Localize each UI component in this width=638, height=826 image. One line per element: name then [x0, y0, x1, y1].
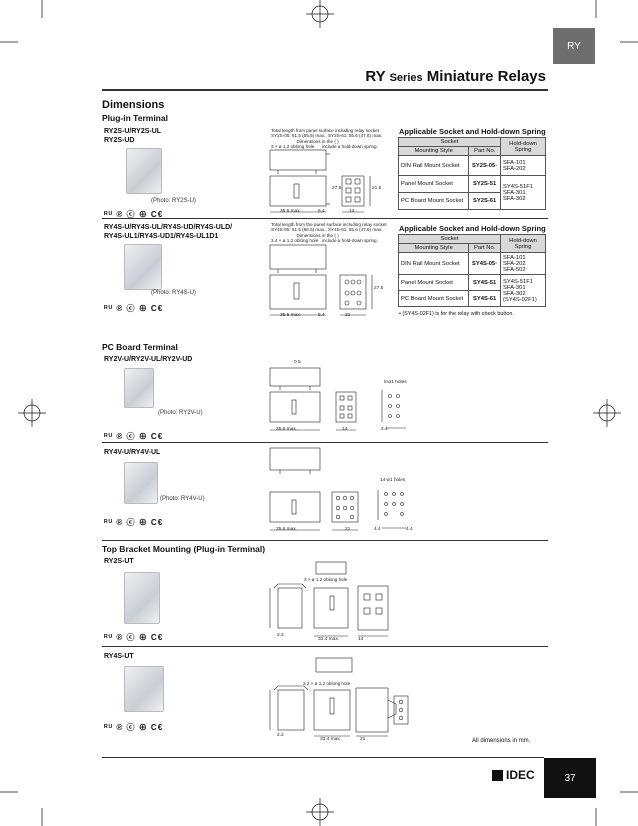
socket-table-2-title: Applicable Socket and Hold-down Spring: [399, 224, 546, 233]
ry4-photo: [124, 244, 162, 290]
ry4v-photo-caption: (Photo: RY4V-U): [160, 496, 205, 502]
ry4t-dimension-drawing: [269, 657, 409, 737]
dimensions-footnote: All dimensions in mm.: [472, 738, 531, 744]
th-part: Part No.: [468, 243, 501, 253]
th-socket: Socket: [398, 137, 501, 147]
ry2-photo: [126, 148, 162, 194]
page-number: 37: [544, 758, 596, 798]
ry2-dim-height: 27.5: [332, 186, 342, 191]
ry4v-holes: 14-ø1 holes: [380, 478, 406, 483]
title-rule: [102, 89, 548, 91]
ry2v-cert-marks: ᴿᵁ ® ⓒ ⊕ C€: [104, 432, 164, 441]
ry2t-dim-flange: 2.2: [277, 633, 284, 638]
section-tab: RY: [553, 28, 595, 64]
ry4-dimension-drawing: [269, 244, 373, 316]
ry4t-dim-width: 21: [360, 737, 366, 742]
th-hold: Hold-down Spring: [500, 137, 546, 156]
ry4-dim-height: 27.5: [374, 286, 384, 291]
divider: [102, 646, 548, 647]
ry4v-dim-length: 35.6 max.: [276, 527, 298, 532]
ry2t-note: 3 × ø 1.2 oblong hole: [304, 577, 348, 582]
ry4t-dim-length: 33.4 max.: [320, 737, 342, 742]
ry2v-holes: 8-ø1 holes: [384, 380, 407, 385]
th-style: Mounting Style: [397, 146, 470, 156]
pcb-heading: PC Board Terminal: [102, 342, 178, 352]
ry2t-photo: [124, 572, 160, 624]
bracket-heading: Top Bracket Mounting (Plug-in Terminal): [102, 544, 266, 554]
ry4v-hole-pitch-b: 4.4: [406, 527, 413, 532]
socket-note: • (SY4S-02F1) is for the relay with chec…: [399, 311, 514, 317]
ry2v-dimension-drawing: [269, 367, 406, 431]
divider: [102, 442, 548, 443]
ry2v-photo: [124, 368, 154, 408]
ry4-cert-marks: ᴿᵁ ® ⓒ ⊕ C€: [104, 304, 164, 313]
ry2t-models: RY2S-UT: [104, 558, 134, 565]
th-style: Mounting Style: [397, 243, 470, 253]
ry2-dim-length: 35.6 max.: [280, 209, 302, 214]
ry2v-hole-pitch: 4.4: [381, 427, 388, 432]
socket-table-1-title: Applicable Socket and Hold-down Spring: [399, 127, 546, 136]
ry4-photo-caption: (Photo: RY4S-U): [151, 290, 196, 296]
divider: [102, 540, 548, 541]
ry4t-photo: [124, 666, 164, 712]
ry4v-dimension-drawing: [269, 447, 406, 531]
idec-logo: IDEC: [492, 768, 535, 782]
page-title: RY Series Miniature Relays: [365, 68, 546, 85]
ry4-dim-pin: 6.4: [318, 313, 325, 318]
ry2-photo-caption: (Photo: RY2S-U): [151, 198, 196, 204]
ry2t-cert-marks: ᴿᵁ ® ⓒ ⊕ C€: [104, 633, 164, 642]
ry4-models: RY4S-U/RY4S-UL/RY4S-UD/RY4S-ULD/ RY4S-UL…: [104, 224, 233, 240]
ry2v-dim-width: 14: [342, 427, 348, 432]
footer-rule: [102, 757, 544, 758]
th-socket: Socket: [398, 234, 501, 244]
ry4v-photo: [124, 462, 158, 504]
divider: [102, 218, 548, 219]
ry4v-hole-pitch-a: 4.4: [374, 527, 381, 532]
ry2-cert-marks: ᴿᵁ ® ⓒ ⊕ C€: [104, 210, 164, 219]
ry4t-dim-flange: 2.2: [277, 733, 284, 738]
ry2v-dim-offset: 0.5: [294, 360, 301, 365]
ry4v-models: RY4V-U/RY4V-UL: [104, 449, 161, 456]
ry2t-dim-width: 14: [358, 637, 364, 642]
ry2-dim-width: 14: [349, 209, 355, 214]
th-hold: Hold-down Spring: [500, 234, 546, 253]
ry4t-models: RY4S-UT: [104, 653, 134, 660]
ry2t-dimension-drawing: [269, 561, 389, 637]
ry4t-cert-marks: ᴿᵁ ® ⓒ ⊕ C€: [104, 723, 164, 732]
ry4-dim-length: 35.6 max.: [280, 313, 302, 318]
ry4t-note: 3.2 × ø 1.2 oblong hole: [303, 681, 351, 686]
ry2-dim-depth: 21.5: [372, 186, 382, 191]
ry4-dim-width: 21: [345, 313, 351, 318]
ry4v-cert-marks: ᴿᵁ ® ⓒ ⊕ C€: [104, 518, 164, 527]
ry2-dimension-note: Total length from panel surface includin…: [271, 128, 383, 150]
ry2-models: RY2S-U/RY2S-UL RY2S-UD: [104, 128, 162, 144]
ry2-dimension-drawing: [269, 149, 371, 213]
ry2v-models: RY2V-U/RY2V-UL/RY2V-UD: [104, 356, 193, 363]
ry2v-photo-caption: (Photo: RY2V-U): [158, 410, 203, 416]
ry2-dim-pin: 6.4: [318, 209, 325, 214]
plugin-heading: Plug-in Terminal: [102, 113, 168, 123]
ry2v-dim-length: 35.6 max.: [276, 427, 298, 432]
ry2t-dim-length: 33.4 max.: [318, 637, 340, 642]
ry4-dimension-note: Total length from the panel surface incl…: [271, 222, 387, 244]
th-part: Part No.: [468, 146, 501, 156]
ry4v-dim-width: 21: [345, 527, 351, 532]
section-title: Dimensions: [102, 99, 165, 111]
